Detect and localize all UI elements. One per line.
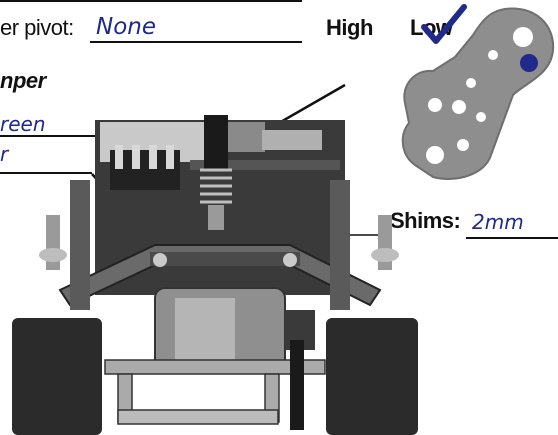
rc-car-illustration <box>12 83 418 435</box>
shims-label: Shims: <box>390 208 461 233</box>
high-label: High <box>326 15 373 40</box>
pivot-value: None <box>96 14 157 40</box>
damper-value: reen <box>0 112 46 136</box>
shims-value: 2mm <box>472 210 524 234</box>
bulkhead-plate-illustration <box>401 7 555 180</box>
damper-underline-2 <box>0 172 92 174</box>
damper-value-2: r <box>0 142 9 166</box>
selected-hole-dot <box>520 54 538 72</box>
pivot-underline <box>90 41 302 43</box>
top-rule <box>0 0 302 2</box>
damper-label: nper <box>0 68 46 93</box>
damper-underline <box>0 135 104 137</box>
shims-underline <box>466 237 558 239</box>
pivot-label: er pivot: <box>0 15 74 40</box>
checkmark-icon <box>421 4 467 44</box>
